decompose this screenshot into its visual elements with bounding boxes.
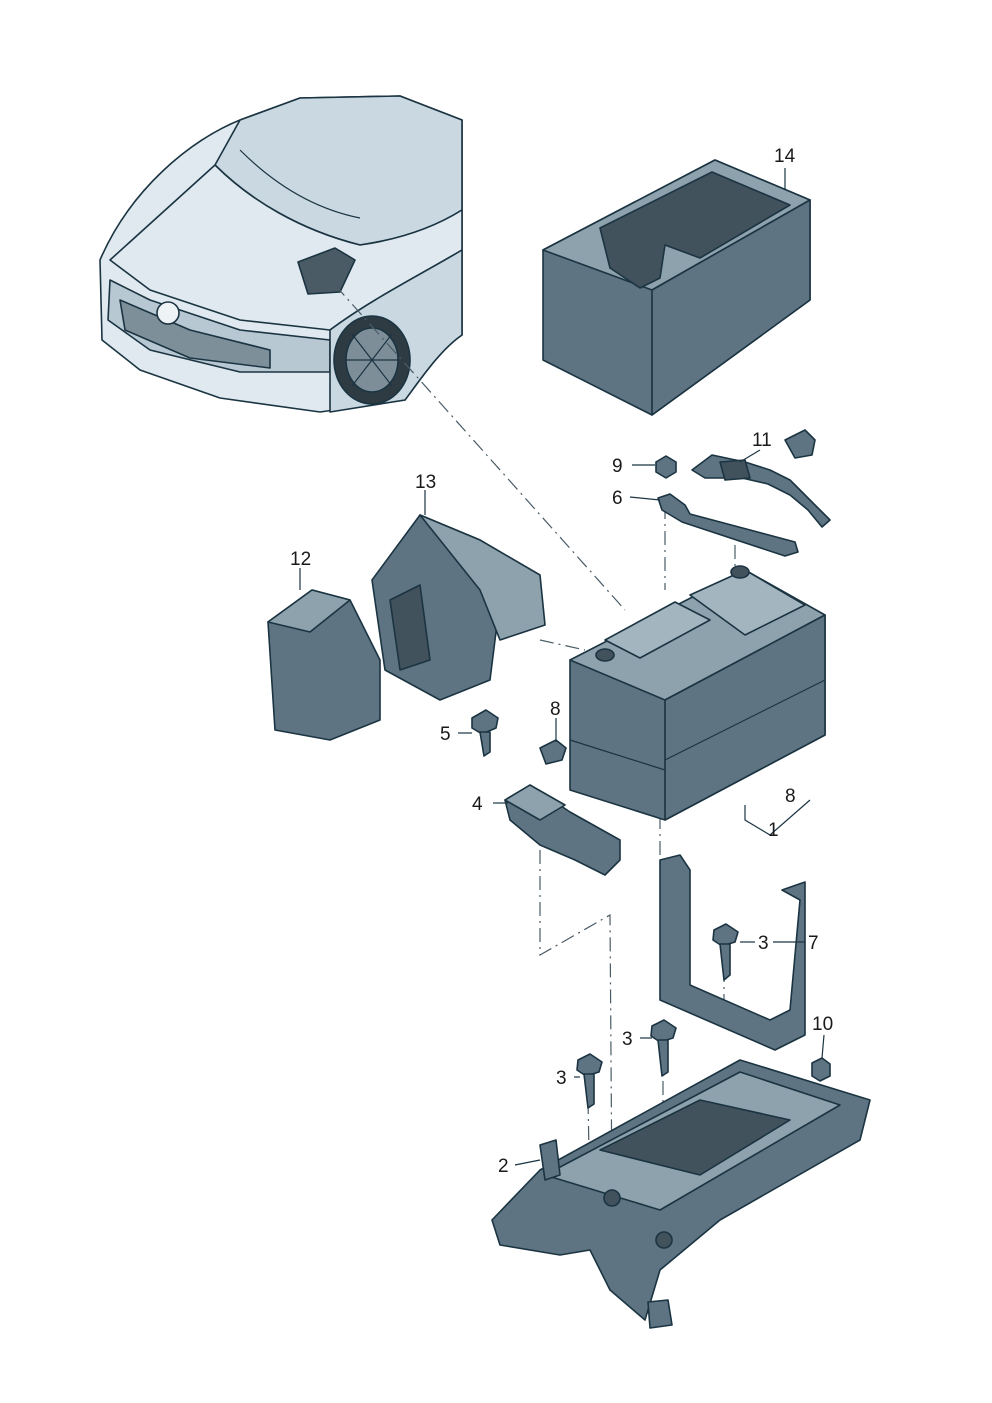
part-8-plug [539,739,567,765]
callout-1: 1 [768,820,779,841]
callout-11: 11 [752,430,772,451]
callout-6: 6 [612,488,623,509]
callout-4: 4 [472,794,483,815]
part-10-nut [811,1057,831,1082]
part-12-fuse-holder [267,589,381,741]
callout-13: 13 [415,472,436,493]
part-11-battery-cable [691,429,831,528]
part-5-bolt [471,709,499,757]
part-1-battery [569,565,826,836]
callout-8-plug: 8 [550,699,561,720]
callout-7: 7 [808,933,819,954]
part-13-cover [371,514,546,701]
callout-3-top: 3 [758,933,769,954]
callout-3-bottom: 3 [556,1068,567,1089]
callout-3-middle: 3 [622,1029,633,1050]
part-2-battery-tray [491,1059,871,1329]
callout-9: 9 [612,456,623,477]
callout-14: 14 [774,146,796,167]
part-7-holder [659,854,806,1051]
callout-2: 2 [498,1156,509,1177]
callout-10: 10 [812,1014,833,1035]
part-3-bolts [576,923,739,1109]
part-4-bracket [504,784,621,876]
callout-5: 5 [440,724,451,745]
callout-leader-lines [299,168,825,1166]
callout-12: 12 [290,549,311,570]
callout-8-battery: 8 [785,786,796,807]
vehicle-front-illustration [99,95,463,413]
callout-labels: 14 11 9 6 13 12 5 8 8 1 4 3 7 10 3 3 2 [290,146,833,1177]
part-9-nut [655,455,677,479]
part-6-clamp-strap [657,493,799,557]
part-14-battery-insulation-box [542,159,811,416]
